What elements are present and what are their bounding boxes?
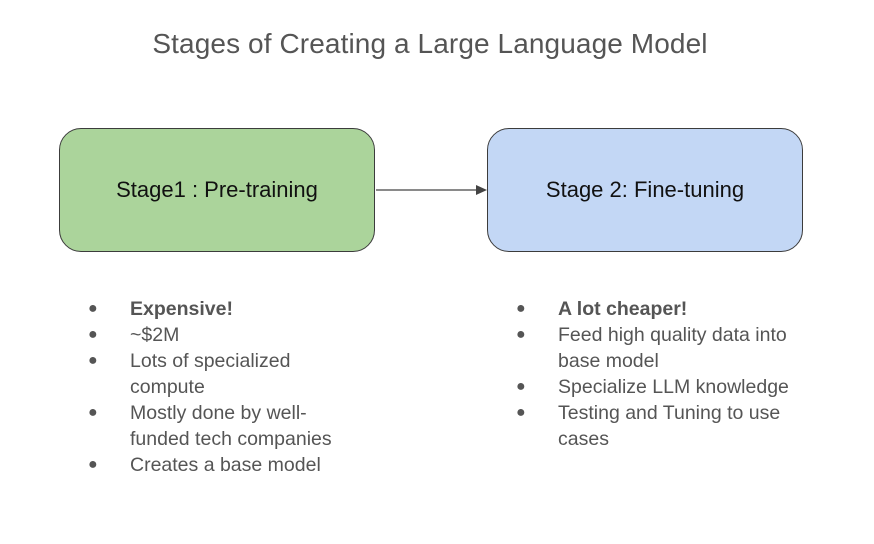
bullet-text: Mostly done by well-funded tech companie…: [130, 402, 332, 450]
bullet-text: Creates a base model: [130, 454, 321, 476]
stage-1-bullet: ● Creates a base model: [88, 452, 348, 478]
bullet-icon: ●: [88, 404, 98, 421]
stage-1-bullet: ● Lots of specialized compute: [88, 348, 348, 400]
bullet-text: Expensive!: [130, 298, 233, 320]
stage-2-bullet: ● A lot cheaper!: [516, 296, 796, 322]
stage-2-bullet-list: ● A lot cheaper! ● Feed high quality dat…: [516, 296, 796, 452]
bullet-icon: ●: [88, 326, 98, 343]
bullet-icon: ●: [516, 404, 526, 421]
bullet-text: Feed high quality data into base model: [558, 324, 787, 372]
stage-2-label: Stage 2: Fine-tuning: [545, 177, 745, 202]
bullet-text: ~$2M: [130, 324, 180, 346]
stage-2-box: Stage 2: Fine-tuning: [487, 128, 803, 252]
bullet-icon: ●: [88, 300, 98, 317]
diagram-title: Stages of Creating a Large Language Mode…: [152, 28, 708, 59]
stage-1-label: Stage1 : Pre-training: [116, 177, 318, 202]
stage-1-bullet: ● Expensive!: [88, 296, 348, 322]
arrow-head: [476, 185, 487, 195]
bullet-icon: ●: [516, 326, 526, 343]
bullet-icon: ●: [516, 378, 526, 395]
bullet-text: A lot cheaper!: [558, 298, 688, 320]
stage-1-bullet-list: ● Expensive! ● ~$2M ● Lots of specialize…: [88, 296, 348, 478]
stage-1-bullet: ● ~$2M: [88, 322, 348, 348]
bullet-text: Testing and Tuning to use cases: [558, 402, 781, 450]
stage-1-bullet: ● Mostly done by well-funded tech compan…: [88, 400, 348, 452]
stage-1-box: Stage1 : Pre-training: [59, 128, 375, 252]
bullet-text: Lots of specialized compute: [130, 350, 291, 398]
bullet-text: Specialize LLM knowledge: [558, 376, 789, 398]
stage-2-bullet: ● Testing and Tuning to use cases: [516, 400, 796, 452]
stage-2-bullet: ● Feed high quality data into base model: [516, 322, 796, 374]
bullet-icon: ●: [88, 456, 98, 473]
stage-2-bullet: ● Specialize LLM knowledge: [516, 374, 796, 400]
bullet-icon: ●: [88, 352, 98, 369]
bullet-icon: ●: [516, 300, 526, 317]
